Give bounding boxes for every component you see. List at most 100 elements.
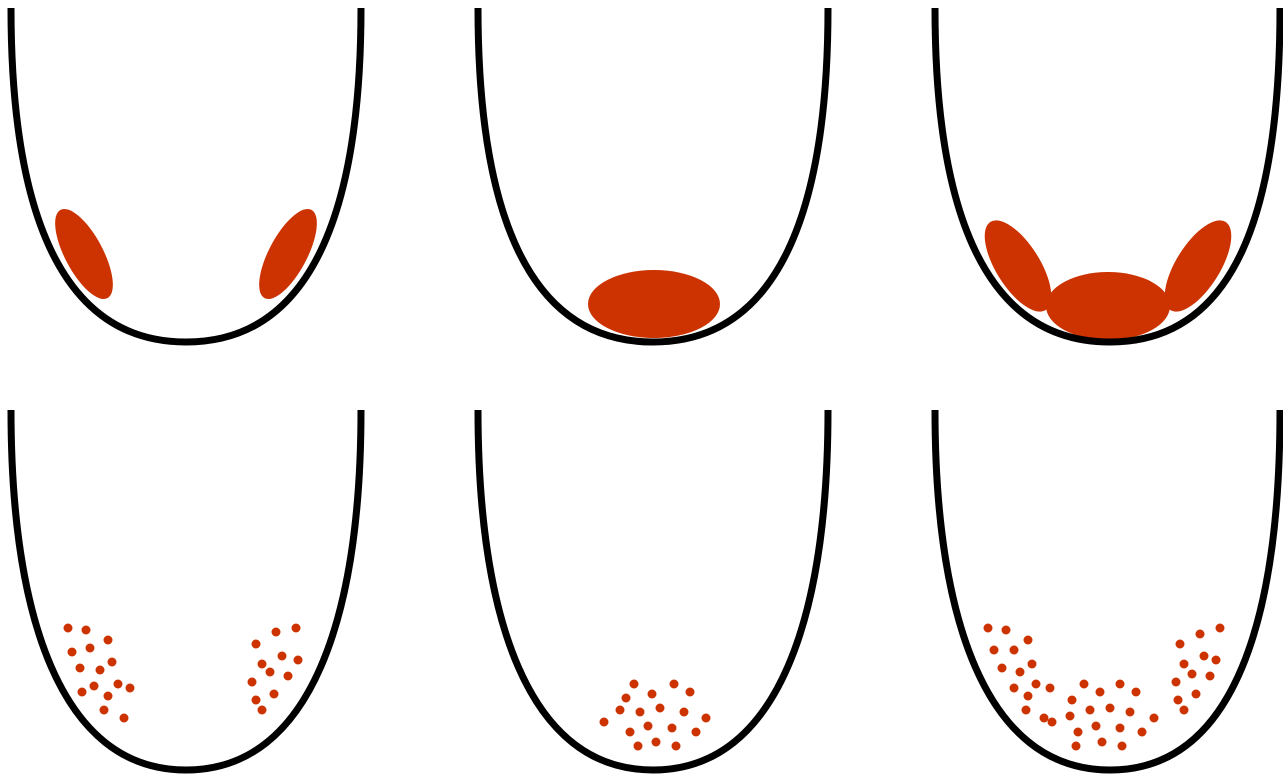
particle-dot bbox=[1116, 680, 1125, 689]
panel-top-middle bbox=[478, 8, 828, 342]
particle-dot bbox=[1080, 680, 1089, 689]
particle-dot bbox=[1010, 684, 1019, 693]
particle-dot bbox=[1040, 714, 1049, 723]
particle-dot bbox=[126, 684, 135, 693]
particle-dot bbox=[1180, 706, 1189, 715]
particle-dot bbox=[626, 728, 635, 737]
particle-dot bbox=[1068, 696, 1077, 705]
particle-dot bbox=[668, 724, 677, 733]
particle-dot bbox=[1174, 696, 1183, 705]
particle-dot bbox=[1188, 670, 1197, 679]
particle-dot bbox=[108, 658, 117, 667]
particle-dot bbox=[616, 706, 625, 715]
particle-dot bbox=[1138, 728, 1147, 737]
particle-dot bbox=[652, 738, 661, 747]
particle-dot bbox=[1118, 742, 1127, 751]
well-curve bbox=[11, 8, 361, 342]
particle-dot bbox=[1126, 708, 1135, 717]
particle-dot bbox=[990, 646, 999, 655]
particle-dot bbox=[1010, 646, 1019, 655]
particle-dot bbox=[272, 628, 281, 637]
particle-dot bbox=[622, 694, 631, 703]
particle-dot bbox=[1048, 718, 1057, 727]
particle-dot bbox=[1098, 738, 1107, 747]
particle-dot bbox=[656, 704, 665, 713]
particle-dot bbox=[1092, 722, 1101, 731]
particle-dot bbox=[686, 688, 695, 697]
particle-dot bbox=[78, 688, 87, 697]
particle-dot bbox=[76, 664, 85, 673]
particle-dot bbox=[1022, 706, 1031, 715]
panel-bottom-left bbox=[11, 410, 361, 770]
particle-dot bbox=[120, 714, 129, 723]
particle-dot bbox=[1180, 660, 1189, 669]
particle-dot bbox=[104, 636, 113, 645]
particle-dot bbox=[1046, 684, 1055, 693]
particle-dot bbox=[1106, 704, 1115, 713]
particle-dot bbox=[96, 666, 105, 675]
panel-bottom-middle bbox=[478, 410, 828, 770]
bottom-blob bbox=[1046, 272, 1170, 340]
particle-cluster-sides bbox=[64, 624, 303, 723]
particle-dot bbox=[270, 690, 279, 699]
particle-dot bbox=[1024, 636, 1033, 645]
panel-top-right bbox=[935, 8, 1280, 342]
panel-top-left bbox=[11, 8, 361, 342]
particle-dot bbox=[984, 624, 993, 633]
particle-dot bbox=[1172, 678, 1181, 687]
particle-dot bbox=[600, 718, 609, 727]
particle-dot bbox=[64, 624, 73, 633]
particle-dot bbox=[114, 680, 123, 689]
particle-dot bbox=[1002, 626, 1011, 635]
particle-dot bbox=[1116, 724, 1125, 733]
particle-dot bbox=[634, 742, 643, 751]
particle-dot bbox=[648, 690, 657, 699]
particle-dot bbox=[692, 728, 701, 737]
particle-dot bbox=[672, 742, 681, 751]
bottom-blob bbox=[588, 270, 720, 338]
particle-dot bbox=[1216, 624, 1225, 633]
particle-dot bbox=[104, 692, 113, 701]
particle-dot bbox=[294, 656, 303, 665]
particle-dot bbox=[636, 708, 645, 717]
particle-dot bbox=[278, 652, 287, 661]
particle-dot bbox=[1016, 668, 1025, 677]
well-curve bbox=[478, 410, 828, 770]
particle-dot bbox=[702, 714, 711, 723]
particle-dot bbox=[1032, 680, 1041, 689]
particle-dot bbox=[998, 664, 1007, 673]
well-curve bbox=[11, 410, 361, 770]
particle-dot bbox=[1074, 728, 1083, 737]
particle-dot bbox=[1212, 656, 1221, 665]
particle-dot bbox=[252, 640, 261, 649]
particle-dot bbox=[90, 682, 99, 691]
particle-dot bbox=[86, 644, 95, 653]
particle-dot bbox=[82, 626, 91, 635]
particle-dot bbox=[1096, 688, 1105, 697]
particle-dot bbox=[630, 680, 639, 689]
particle-dot bbox=[1066, 712, 1075, 721]
particle-dot bbox=[1206, 672, 1215, 681]
particle-dot bbox=[258, 706, 267, 715]
particle-dot bbox=[248, 678, 257, 687]
particle-dot bbox=[1132, 688, 1141, 697]
particle-dot bbox=[1192, 690, 1201, 699]
particle-dot bbox=[1072, 742, 1081, 751]
particle-dot bbox=[292, 624, 301, 633]
panel-bottom-right bbox=[935, 410, 1280, 770]
particle-dot bbox=[1086, 706, 1095, 715]
particle-dot bbox=[670, 680, 679, 689]
particle-dot bbox=[1024, 692, 1033, 701]
particle-dot bbox=[100, 706, 109, 715]
particle-dot bbox=[644, 722, 653, 731]
particle-dot bbox=[1200, 652, 1209, 661]
particle-dot bbox=[1028, 660, 1037, 669]
particle-dot bbox=[1196, 630, 1205, 639]
particle-dot bbox=[1150, 714, 1159, 723]
particle-dot bbox=[680, 708, 689, 717]
particle-dot bbox=[284, 672, 293, 681]
particle-dot bbox=[1176, 640, 1185, 649]
particle-dot bbox=[266, 668, 275, 677]
particle-cluster-bottom bbox=[600, 680, 711, 751]
